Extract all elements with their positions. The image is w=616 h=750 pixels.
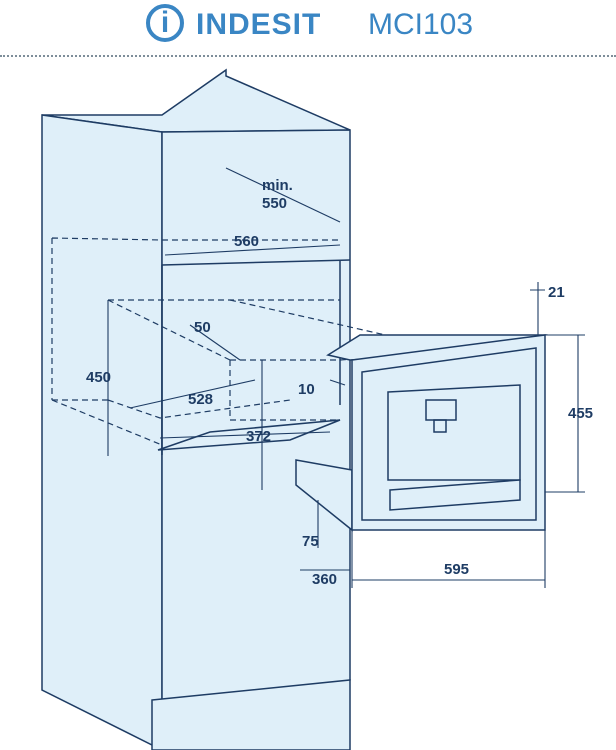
label-550: 550 <box>262 195 287 212</box>
header: i INDESIT MCI103 <box>0 0 616 60</box>
label-75: 75 <box>302 533 319 550</box>
dim-50-line <box>189 324 241 361</box>
model-number: MCI103 <box>368 8 474 41</box>
label-372: 372 <box>246 428 271 445</box>
installation-diagram: min. 550 560 50 450 10 528 372 21 455 75… <box>0 60 616 750</box>
dim-595-line <box>351 530 546 588</box>
dim-560-line <box>164 244 341 256</box>
dotted-separator <box>0 55 616 57</box>
dim-10-line <box>329 379 346 386</box>
indesit-logo: i INDESIT <box>146 4 356 48</box>
niche-top-dashed <box>51 237 340 446</box>
label-528: 528 <box>188 391 213 408</box>
drip-tray <box>389 479 521 511</box>
logo-i-glyph: i <box>160 6 170 39</box>
dimensions <box>107 167 585 588</box>
label-455: 455 <box>568 405 593 422</box>
label-21: 21 <box>548 284 565 301</box>
label-10: 10 <box>298 381 315 398</box>
dim-372-line <box>159 431 331 439</box>
indesit-i-logo-icon <box>146 4 184 42</box>
dim-550-line <box>225 167 341 223</box>
label-360: 360 <box>312 571 337 588</box>
cabinet-base <box>151 679 351 750</box>
niche-floor-dashed <box>52 399 291 419</box>
upper-shelf <box>161 259 351 266</box>
label-50: 50 <box>194 319 211 336</box>
dim-455-line <box>545 334 585 493</box>
label-595: 595 <box>444 561 469 578</box>
cabinet-left-panel <box>41 114 163 750</box>
cabinet <box>41 68 351 750</box>
label-450: 450 <box>86 369 111 386</box>
appliance-front-inner <box>361 347 537 521</box>
dimension-labels: min. 550 560 50 450 10 528 372 21 455 75… <box>86 177 593 588</box>
spout-nozzle <box>433 419 447 433</box>
niche-inner-dashed <box>107 299 340 421</box>
label-560: 560 <box>234 233 259 250</box>
brand-name: INDESIT <box>196 8 322 41</box>
label-min: min. <box>262 177 293 194</box>
dim-21-line <box>530 282 545 335</box>
dim-528-line <box>129 379 256 409</box>
